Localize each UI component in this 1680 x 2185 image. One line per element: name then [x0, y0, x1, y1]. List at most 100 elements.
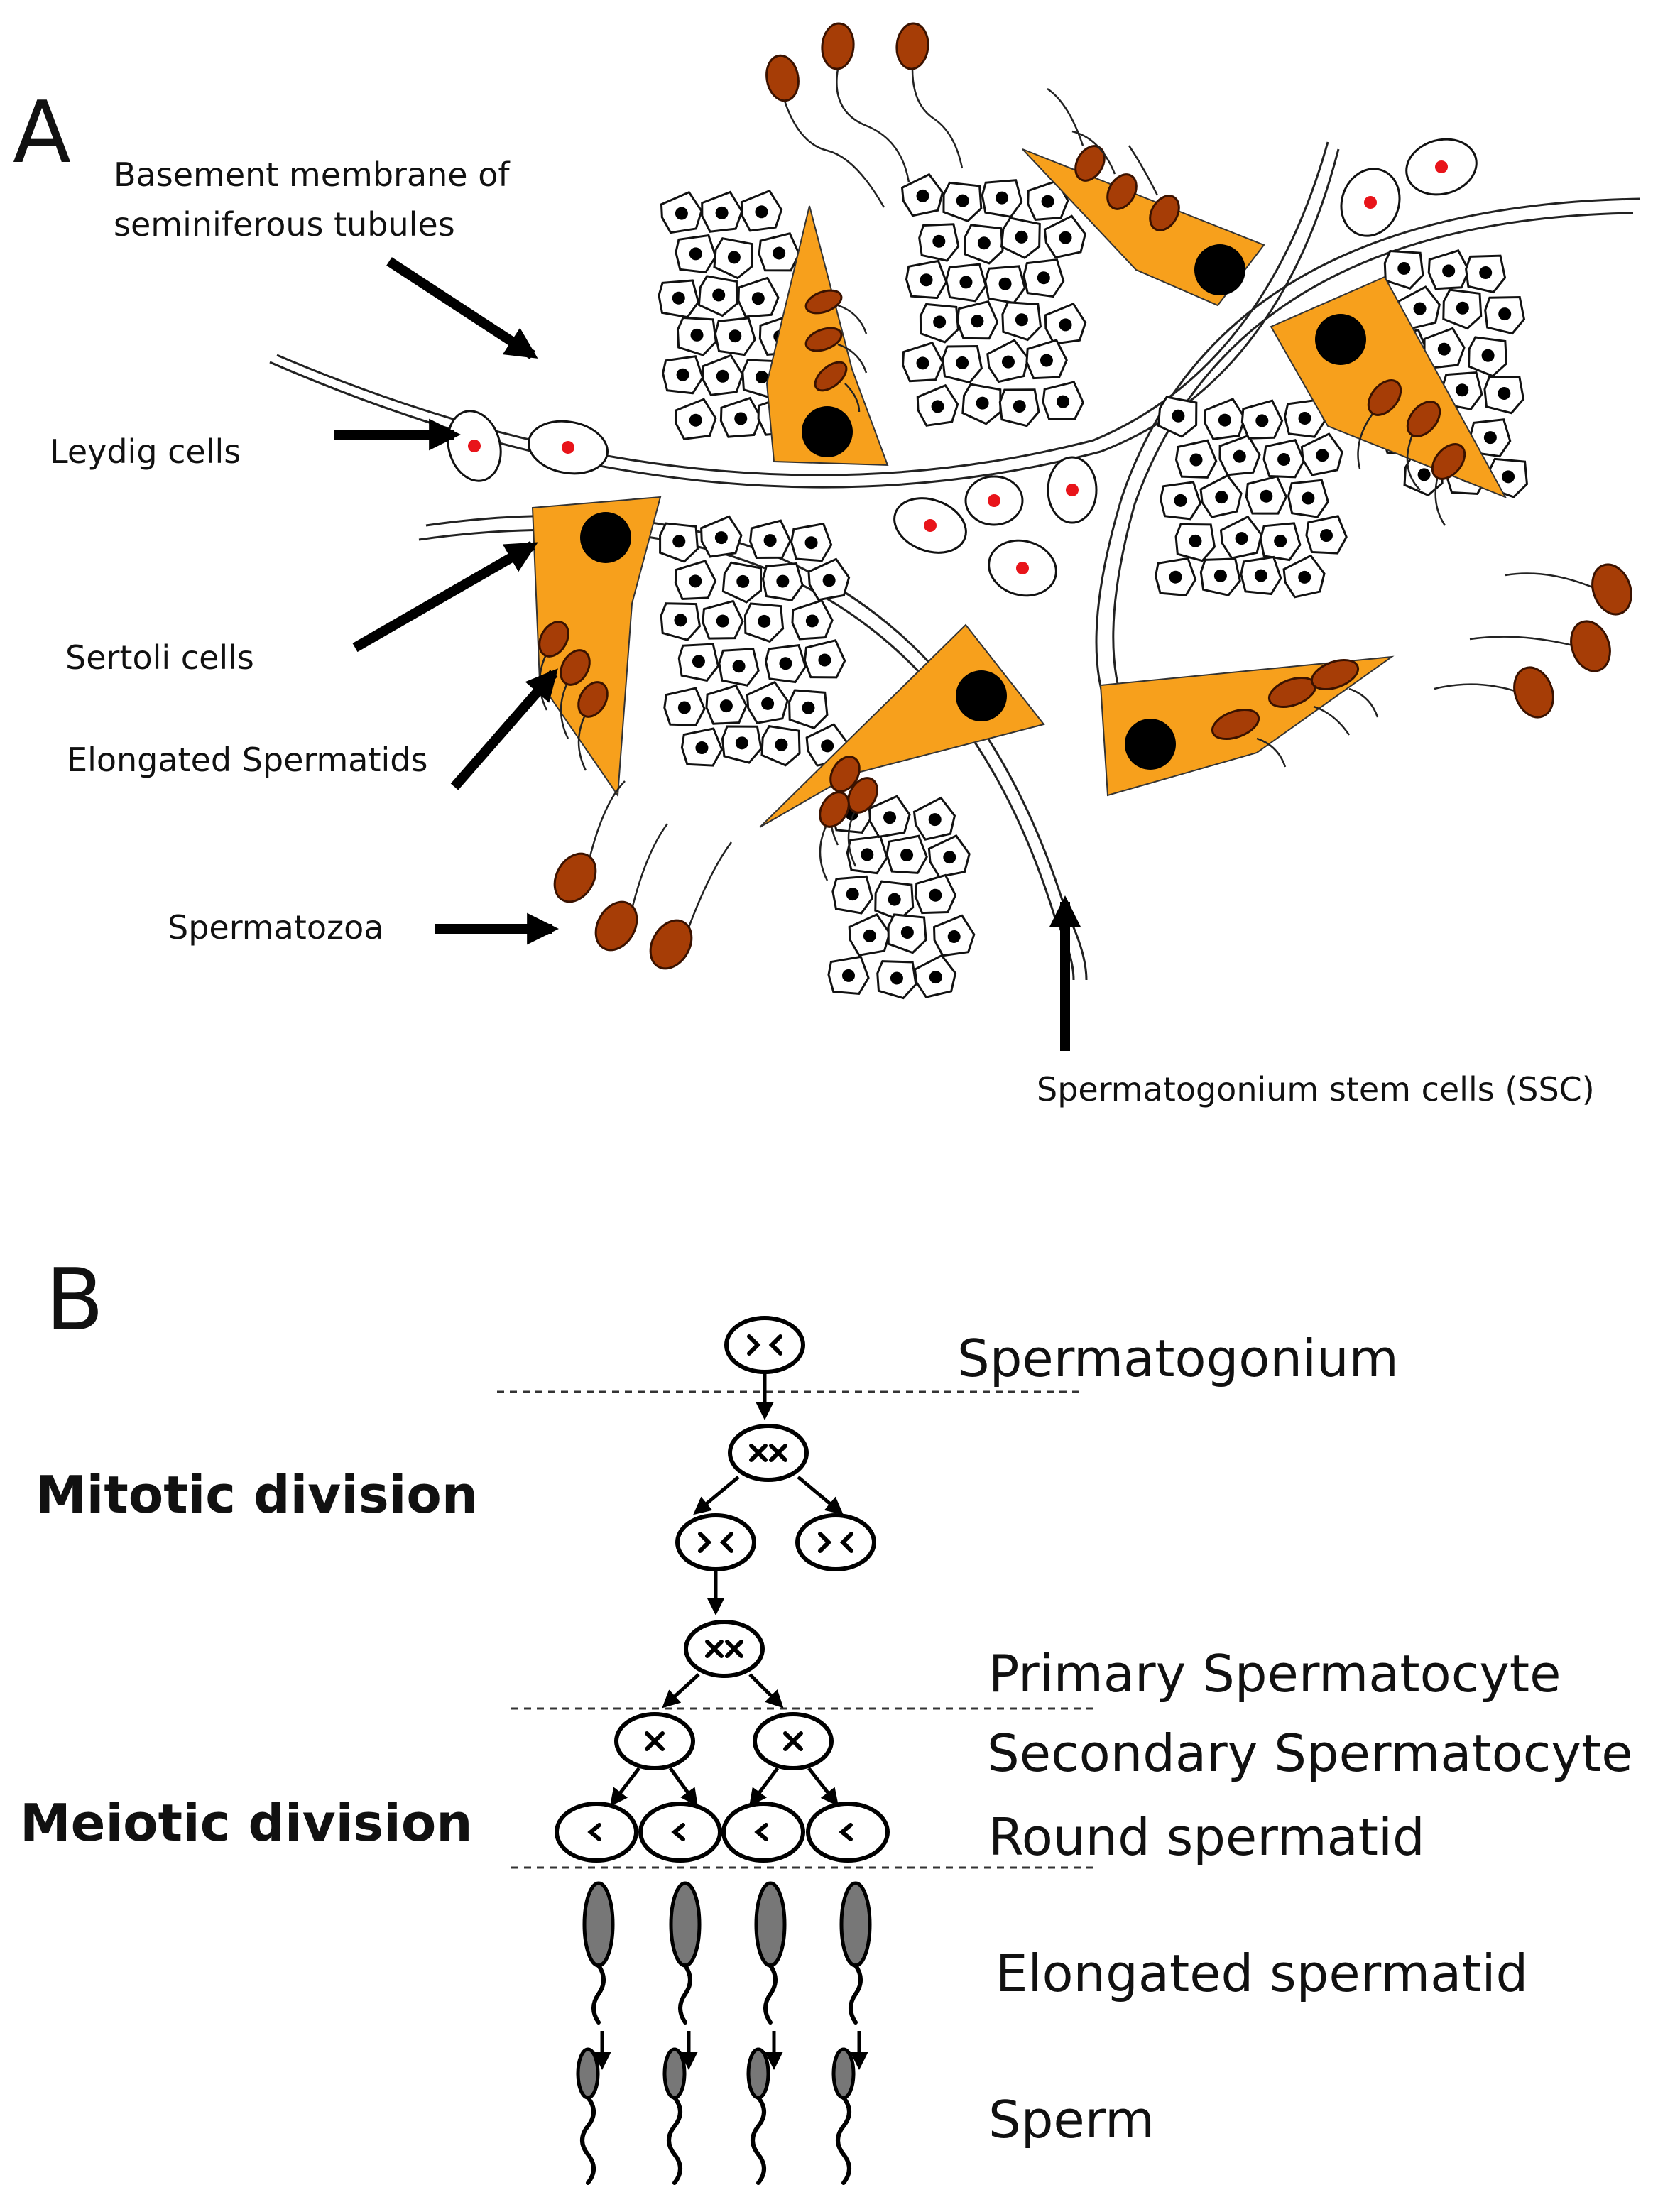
germ-cell [659, 522, 699, 563]
germ-cell [956, 300, 999, 340]
germ-cell [761, 562, 804, 601]
leydig-cell [527, 420, 609, 475]
germ-cell [702, 599, 744, 640]
germ-cell [916, 383, 959, 427]
round-spermatid-cell-3 [721, 1802, 805, 1863]
germ-cell [791, 599, 834, 641]
germ-cell [1483, 376, 1525, 415]
secondary-spermatocyte-right [753, 1712, 834, 1770]
spermatozoon [1071, 130, 1138, 210]
germ-cell [1240, 399, 1284, 440]
lineage-arrow [749, 1767, 780, 1807]
germ-cell [1043, 214, 1086, 259]
germ-cell [1154, 557, 1197, 596]
germ-cell [658, 279, 700, 319]
germ-cell [743, 602, 785, 643]
germ-cell [1159, 481, 1202, 521]
leydig-cell [964, 475, 1024, 526]
germ-cell [662, 355, 704, 395]
germ-cell [846, 835, 888, 875]
germ-cell [705, 684, 748, 725]
germ-cell [663, 687, 706, 726]
germ-cell [1383, 249, 1424, 290]
leydig-cell [893, 497, 967, 554]
label-secondary-spermatocyte: Secondary Spermatocyte [987, 1723, 1633, 1783]
leydig-cell [1405, 138, 1478, 196]
germ-cell [760, 725, 801, 767]
germ-cell [1484, 295, 1526, 335]
germ-cell [749, 519, 792, 559]
panel-a: A [13, 22, 1641, 1108]
sperm-3 [746, 2047, 770, 2185]
label-spermatogonium: Spermatogonium [957, 1329, 1399, 1388]
spermatozoon [1505, 563, 1632, 616]
germ-cell [900, 173, 944, 217]
spermatozoon [895, 22, 964, 169]
germ-cell [1262, 439, 1305, 479]
spermatozoon [804, 327, 868, 374]
germ-cell [1001, 301, 1042, 342]
germ-cell [913, 954, 957, 998]
germ-cell [1397, 285, 1441, 330]
germ-cell [918, 223, 960, 262]
germ-cell [1022, 258, 1065, 298]
spermatozoon [847, 777, 878, 867]
dividing-spermatogonium-cell [728, 1424, 809, 1482]
sperm-1 [576, 2047, 600, 2185]
germ-cell [1245, 475, 1288, 515]
primary-spermatocyte-cell [684, 1620, 765, 1678]
germ-cell [1174, 439, 1218, 479]
germ-cell [1305, 515, 1348, 555]
germ-cell [1218, 434, 1261, 476]
germ-cell [674, 560, 717, 601]
germ-cell [713, 237, 753, 280]
elongated-spermatid-3 [754, 1881, 787, 2025]
germ-cell [848, 913, 891, 957]
sperm-4 [831, 2047, 856, 2185]
spermatozoon [1211, 708, 1287, 768]
round-spermatid-cell-4 [806, 1802, 890, 1863]
spermatozoa-group [538, 22, 1632, 970]
label-primary-spermatocyte: Primary Spermatocyte [988, 1644, 1561, 1704]
panel-b: B Mitotic division Meiotic division Sper… [20, 1251, 1633, 2185]
germ-cell [1287, 479, 1329, 518]
germ-cell [1157, 396, 1198, 438]
germ-cell [1467, 336, 1508, 378]
spermatozoon [594, 823, 669, 952]
spermatogonium-cell [724, 1316, 805, 1374]
germ-cell [1044, 302, 1087, 345]
germ-cell [831, 875, 874, 915]
germ-cell [927, 834, 971, 878]
germ-cell [1469, 418, 1512, 458]
label-elongated-spermatid: Elongated spermatid [996, 1944, 1528, 2003]
germ-cell [758, 232, 801, 272]
germ-cell [1042, 381, 1085, 420]
germ-cell [660, 190, 703, 234]
germ-cell [876, 960, 917, 1000]
label-mitotic-division: Mitotic division [36, 1465, 478, 1525]
spermatozoon [804, 289, 868, 334]
germ-cell [675, 234, 717, 274]
spermatozoon [1434, 666, 1554, 719]
germ-cell [981, 179, 1023, 219]
spermatozoon [553, 780, 626, 903]
germ-cell [1259, 522, 1302, 562]
germ-cell [912, 796, 956, 841]
spermatozoon [1310, 658, 1379, 718]
leydig-cell [988, 539, 1057, 597]
label-ssc: Spermatogonium stem cells (SSC) [1037, 1070, 1595, 1108]
germ-cell [764, 643, 807, 684]
germ-cell [964, 224, 1004, 265]
germ-cell [1282, 554, 1326, 599]
germ-cell [1199, 474, 1243, 518]
germ-cell [1442, 288, 1483, 330]
germ-cell [721, 561, 763, 604]
spermatozoon [1469, 620, 1611, 672]
germ-cell [945, 263, 987, 303]
germ-cells [658, 173, 1529, 1000]
germ-cell [1204, 398, 1246, 440]
germ-cell [701, 190, 743, 233]
germ-cell [1465, 254, 1507, 294]
spermatozoon [538, 621, 569, 711]
leydig-cells [447, 138, 1478, 597]
